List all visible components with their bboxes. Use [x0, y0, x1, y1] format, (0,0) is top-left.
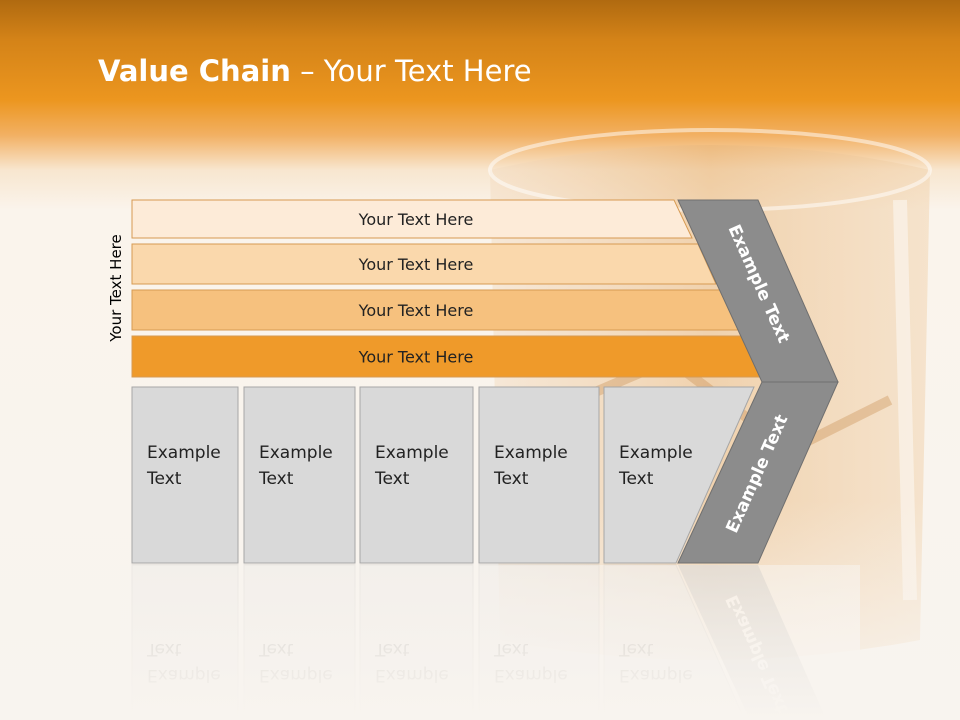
process-box-4: [478, 386, 600, 564]
box-text-line2-2: Text: [258, 469, 294, 489]
box-text-line1-3: Example: [375, 443, 449, 463]
box-text-line1-5: Example: [619, 443, 693, 463]
chevron-lower-arm: [677, 381, 839, 564]
box-text-line1-1: Example: [147, 443, 221, 463]
box-text-line2-4: Text: [493, 469, 529, 489]
bar-2: [131, 243, 717, 285]
bar-label-3: Your Text Here: [358, 301, 474, 320]
box-text-line1-4: Example: [494, 443, 568, 463]
bar-label-1: Your Text Here: [358, 210, 474, 229]
bar-label-2: Your Text Here: [358, 255, 474, 274]
process-box-2: [243, 386, 356, 564]
box-text-line2-1: Text: [146, 469, 182, 489]
box-text-line1-2: Example: [259, 443, 333, 463]
slide-title: Value Chain – Your Text Here: [98, 54, 532, 88]
reflection-fade: [120, 565, 860, 720]
title-bold: Value Chain: [98, 54, 291, 88]
bar-label-4: Your Text Here: [358, 348, 474, 367]
process-box-1: [131, 386, 239, 564]
process-box-3: [359, 386, 474, 564]
box-text-line2-3: Text: [374, 469, 410, 489]
box-text-line2-5: Text: [618, 469, 654, 489]
process-box-5: [603, 386, 755, 564]
title-rest: – Your Text Here: [290, 54, 532, 88]
bar-1: [131, 199, 693, 239]
